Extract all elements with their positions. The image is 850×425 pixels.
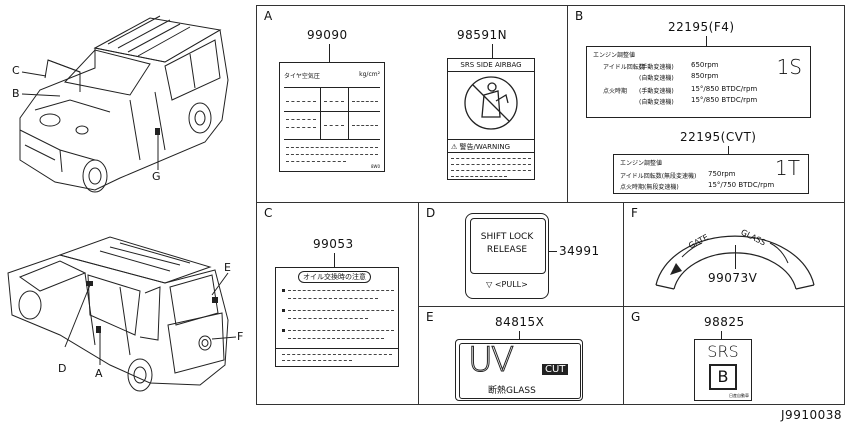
uv-text: UV <box>467 340 514 381</box>
panel-a: A 99090 タイヤ空気圧 kg/cm² 8W0 98591N SRS SID… <box>256 5 568 203</box>
srs-b-text: B <box>709 364 737 390</box>
callout-b: B <box>12 87 20 100</box>
f4-manual: (手動変速機) <box>639 64 674 71</box>
vehicle-front-view: C B G <box>0 0 250 215</box>
shift-lock-leader <box>549 251 557 252</box>
panel-f-letter: F <box>631 206 638 220</box>
shift-lock-part-number: 34991 <box>559 244 600 258</box>
tire-pressure-label: タイヤ空気圧 kg/cm² 8W0 <box>279 62 385 172</box>
f4-code: 1S <box>776 55 802 79</box>
f4-part-number: 22195(F4) <box>668 20 735 34</box>
tire-pressure-title: タイヤ空気圧 <box>284 73 320 80</box>
no-child-seat-icon <box>464 76 518 130</box>
f4-ign-auto-val: 15°/850 BTDC/rpm <box>691 96 758 104</box>
srs-leader <box>721 331 722 339</box>
shift-lock-line1: SHIFT LOCK <box>480 232 534 242</box>
f4-title: エンジン調整値 <box>593 52 636 59</box>
f4-ign-label: 点火時期 <box>603 88 628 95</box>
uv-cut-glass-label: UV CUT 断熱GLASS <box>455 339 583 401</box>
airbag-part-number: 98591N <box>457 28 508 42</box>
cvt-ign-val: 15°/750 BTDC/rpm <box>708 181 775 189</box>
engine-tuning-label-cvt: エンジン調整値 アイドル回転数(無段変速機) 750rpm 点火時期(無段変速機… <box>613 154 809 194</box>
panel-g-letter: G <box>631 310 641 324</box>
panel-f: F GATE GLASS 99073V <box>623 202 845 307</box>
tire-leader <box>329 44 330 62</box>
tire-pressure-part-number: 99090 <box>307 28 348 42</box>
cvt-part-number: 22195(CVT) <box>680 130 757 144</box>
shift-lock-inner-box <box>470 218 546 274</box>
panel-c: C 99053 オイル交換時の注意 <box>256 202 419 405</box>
f4-ign-auto: (自動変速機) <box>639 99 674 106</box>
vehicle-front-drawing <box>19 15 229 193</box>
panel-b-letter: B <box>575 9 584 23</box>
vehicle-rear-view: E F D A <box>0 225 250 405</box>
callout-d: D <box>58 362 67 375</box>
f4-ign-manual-val: 15°/850 BTDC/rpm <box>691 85 758 93</box>
panel-e-letter: E <box>426 310 434 324</box>
callout-a: A <box>95 367 103 380</box>
uv-cut-leader <box>519 331 520 339</box>
oil-leader <box>334 253 335 267</box>
tire-pressure-footer: 8W0 <box>370 164 380 169</box>
f4-auto-val: 850rpm <box>691 72 719 80</box>
airbag-title: SRS SIDE AIRBAG <box>460 61 522 69</box>
f4-leader <box>706 36 707 46</box>
panel-a-letter: A <box>264 9 273 23</box>
panel-d-letter: D <box>426 206 436 220</box>
oil-change-caution-label: オイル交換時の注意 <box>275 267 399 367</box>
diagram-id: J9910038 <box>781 408 842 422</box>
srs-b-label: SRS B 日産自動車 <box>694 339 752 401</box>
vehicle-rear-drawing <box>7 236 237 392</box>
engine-tuning-label-f4: エンジン調整値 アイドル回転数 (手動変速機) 650rpm (自動変速機) 8… <box>586 46 811 118</box>
airbag-warning: ⚠ 警告/WARNING <box>451 143 511 151</box>
panel-b: B 22195(F4) エンジン調整値 アイドル回転数 (手動変速機) 650r… <box>567 5 845 203</box>
panel-c-letter: C <box>264 206 273 220</box>
callout-c: C <box>12 64 20 77</box>
srs-side-airbag-label: SRS SIDE AIRBAG ⚠ 警告/WARNING <box>447 58 535 180</box>
f4-manual-val: 650rpm <box>691 61 719 69</box>
gate-glass-leader <box>735 245 736 269</box>
shift-lock-line2: RELEASE <box>486 245 528 255</box>
cvt-idle: アイドル回転数(無段変速機) <box>620 173 697 180</box>
panel-d: D SHIFT LOCK RELEASE ▽ <PULL> 34991 <box>418 202 624 307</box>
cvt-code: 1T <box>775 156 800 180</box>
tire-pressure-unit: kg/cm² <box>359 71 380 78</box>
oil-change-title: オイル交換時の注意 <box>298 271 371 283</box>
cvt-idle-val: 750rpm <box>708 170 736 178</box>
f4-idle-label: アイドル回転数 <box>603 64 645 71</box>
callout-e: E <box>224 261 231 274</box>
panel-g: G 98825 SRS B 日産自動車 <box>623 306 845 405</box>
shift-lock-release-label: SHIFT LOCK RELEASE ▽ <PULL> <box>465 213 549 299</box>
srs-maker: 日産自動車 <box>729 393 749 398</box>
uv-cut-part-number: 84815X <box>495 315 545 329</box>
cut-text: CUT <box>542 364 569 375</box>
f4-auto: (自動変速機) <box>639 75 674 82</box>
glass-heat-text: 断熱GLASS <box>488 386 536 396</box>
gate-glass-part-number: 99073V <box>708 271 758 285</box>
shift-lock-pull: ▽ <PULL> <box>486 280 528 289</box>
cvt-leader <box>728 146 729 154</box>
srs-part-number: 98825 <box>704 315 745 329</box>
callout-f: F <box>237 330 244 343</box>
srs-text: SRS <box>707 342 739 361</box>
cvt-ign: 点火時期(無段変速機) <box>620 184 679 191</box>
cvt-title: エンジン調整値 <box>620 160 663 167</box>
airbag-leader <box>492 44 493 58</box>
panel-e: E 84815X UV CUT 断熱GLASS <box>418 306 624 405</box>
f4-ign-manual: (手動変速機) <box>639 88 674 95</box>
callout-g: G <box>152 170 161 183</box>
oil-change-part-number: 99053 <box>313 237 354 251</box>
